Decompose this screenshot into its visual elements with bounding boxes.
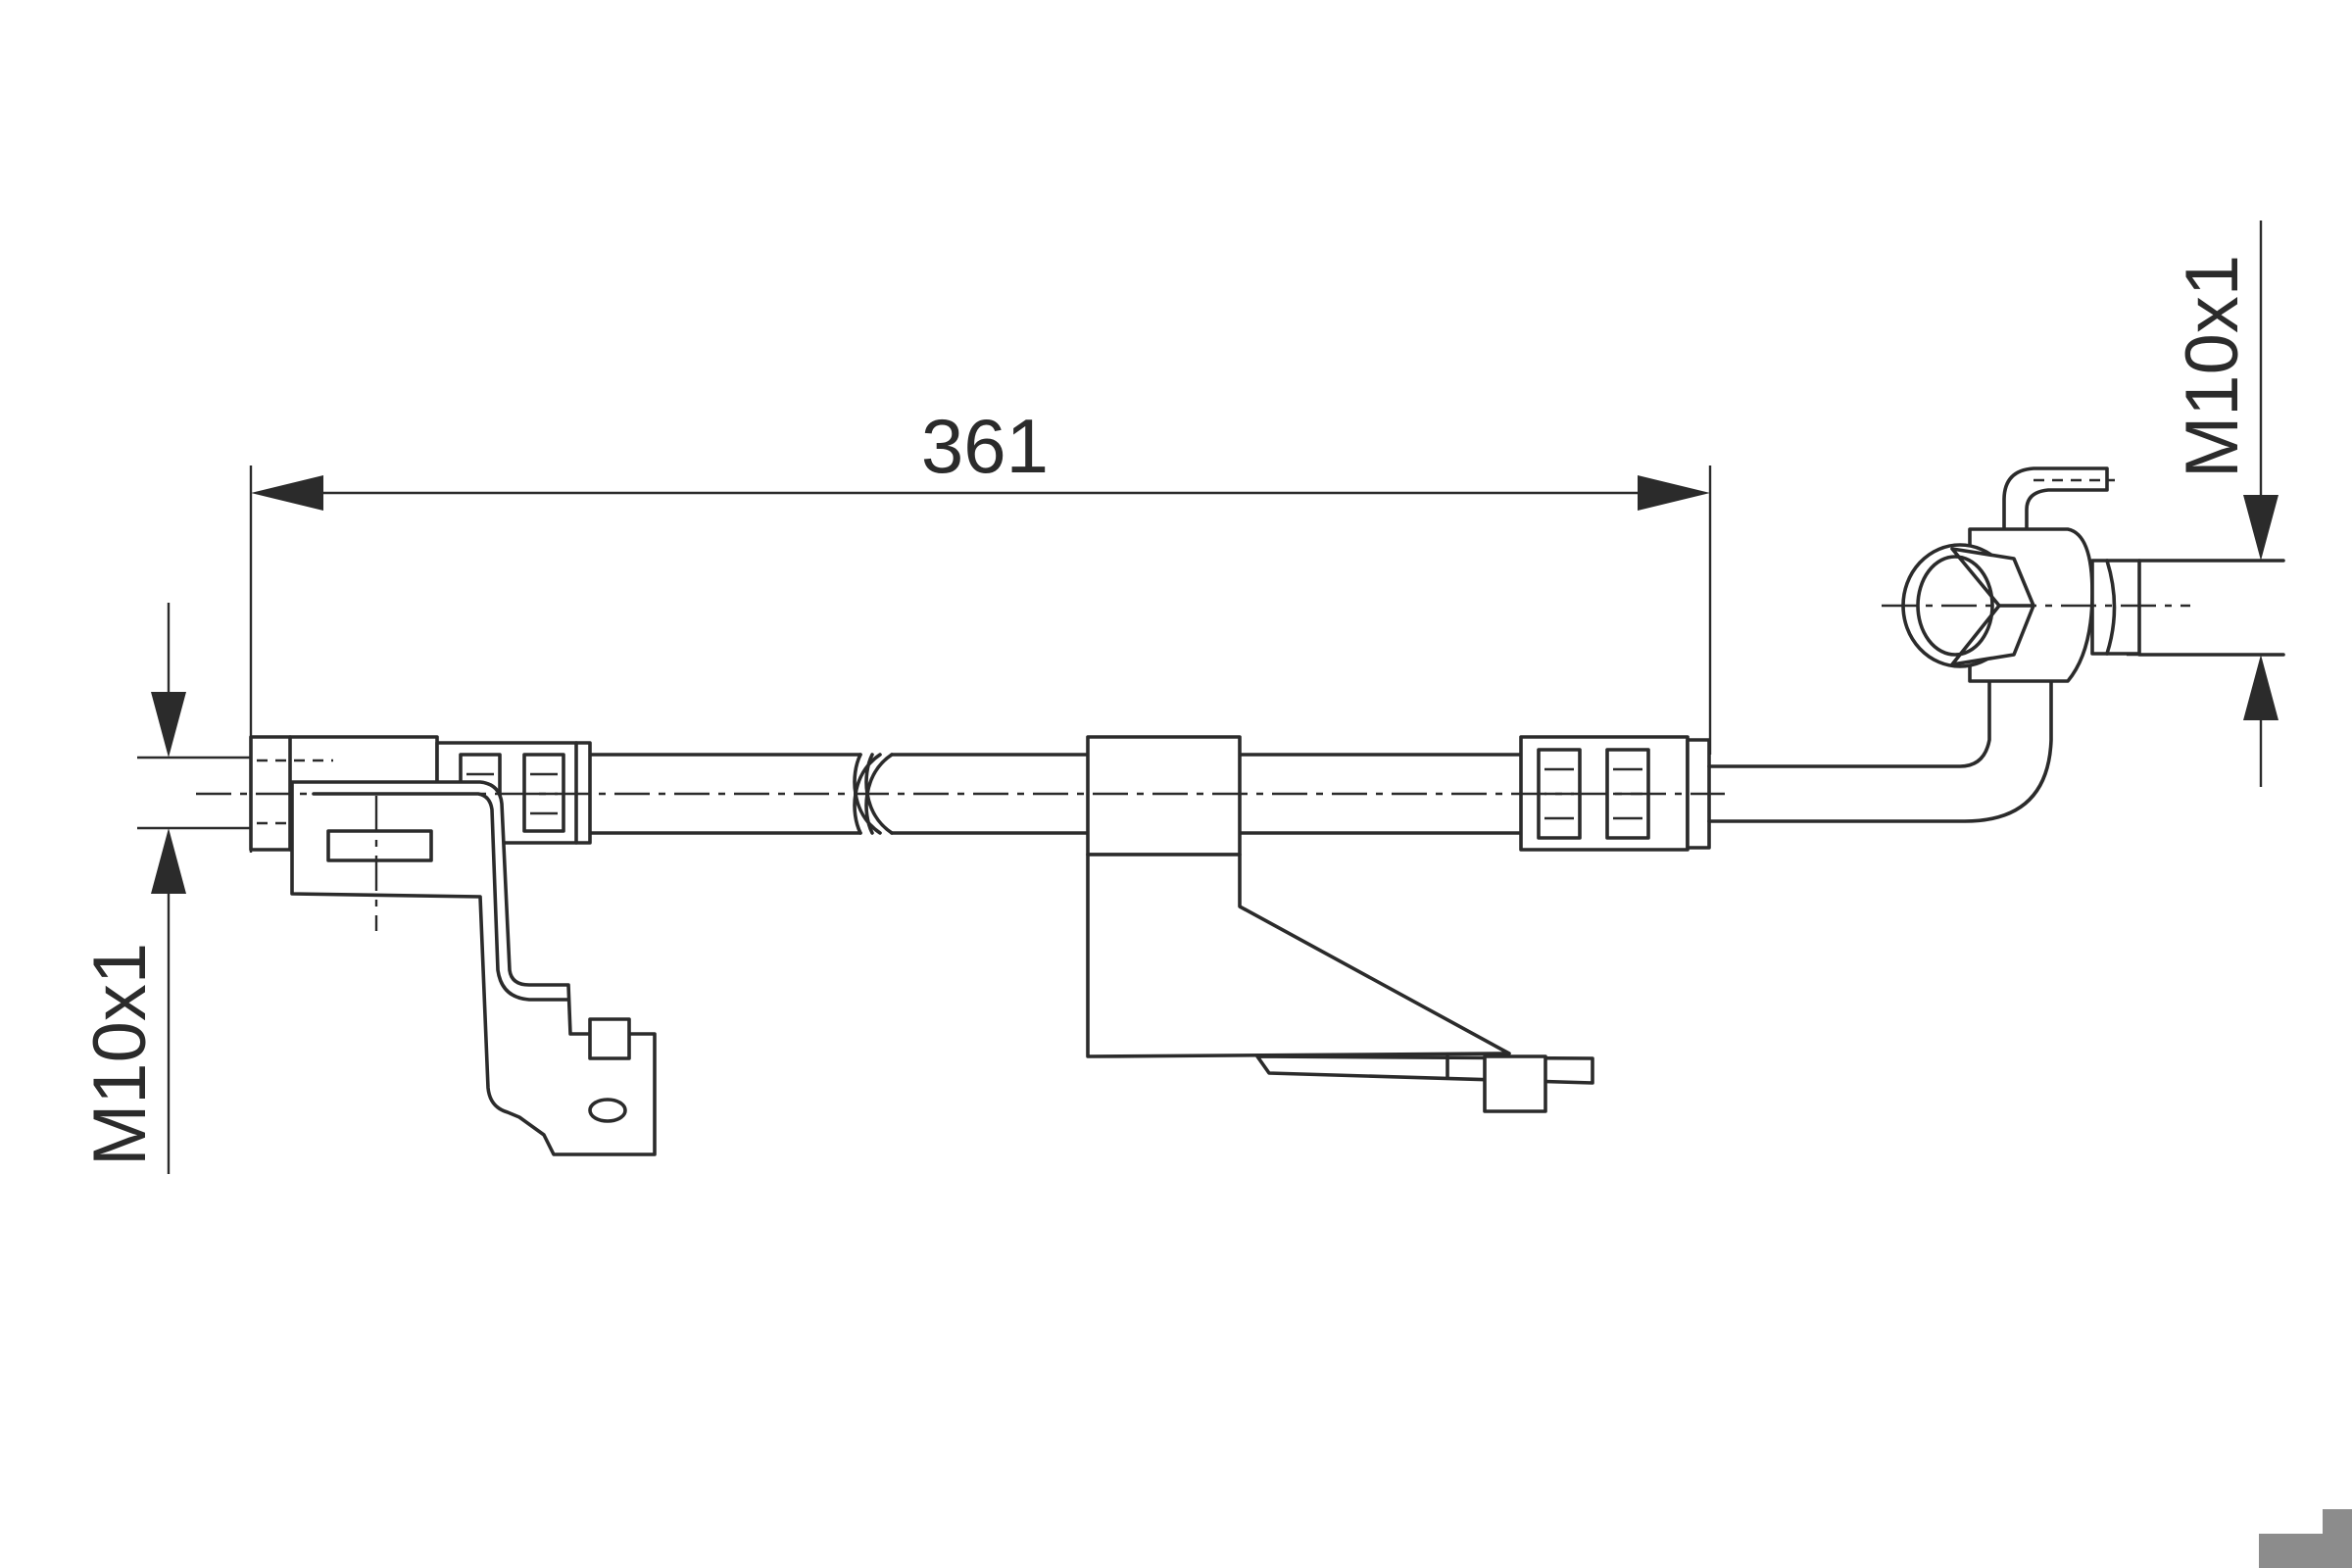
left-bracket-tab (588, 1017, 631, 1060)
centerlines (196, 604, 2190, 796)
middle-bracket-tab (1483, 1054, 1547, 1113)
left-bracket-slot (326, 829, 433, 862)
left-thread-arrow-top (151, 692, 186, 758)
length-arrow-right (1638, 475, 1710, 511)
right-pipe-inner-edge (1707, 676, 1991, 768)
banjo-neck-shoulder (2105, 559, 2117, 656)
corner-mark (2259, 1509, 2352, 1568)
right-banjo-fitting (1901, 466, 2285, 683)
right-thread-arrow-bottom (2243, 655, 2278, 720)
middle-bracket-arm (1086, 853, 1511, 1058)
left-thread-label: M10x1 (78, 943, 162, 1166)
right-thread-arrow-top (2243, 495, 2278, 561)
length-label: 361 (921, 403, 1049, 489)
left-bracket (290, 780, 657, 1156)
left-bracket-hole (588, 1098, 627, 1123)
length-arrow-left (251, 475, 323, 511)
middle-bracket-clip (1086, 735, 1242, 857)
right-pipe-outer-edge (1707, 676, 2053, 823)
right-thread-label: M10x1 (2171, 255, 2254, 478)
left-bracket-bend-line (312, 792, 570, 1002)
left-thread-dimension: M10x1 (78, 603, 251, 1174)
right-pipe (1707, 676, 2053, 823)
right-thread-dimension: M10x1 (2127, 220, 2283, 787)
left-bracket-plate (290, 780, 657, 1156)
banjo-top-tube (2002, 466, 2109, 536)
middle-bracket (1086, 735, 1594, 1113)
left-thread-arrow-bottom (151, 828, 186, 894)
length-dimension: 361 (249, 403, 1712, 853)
